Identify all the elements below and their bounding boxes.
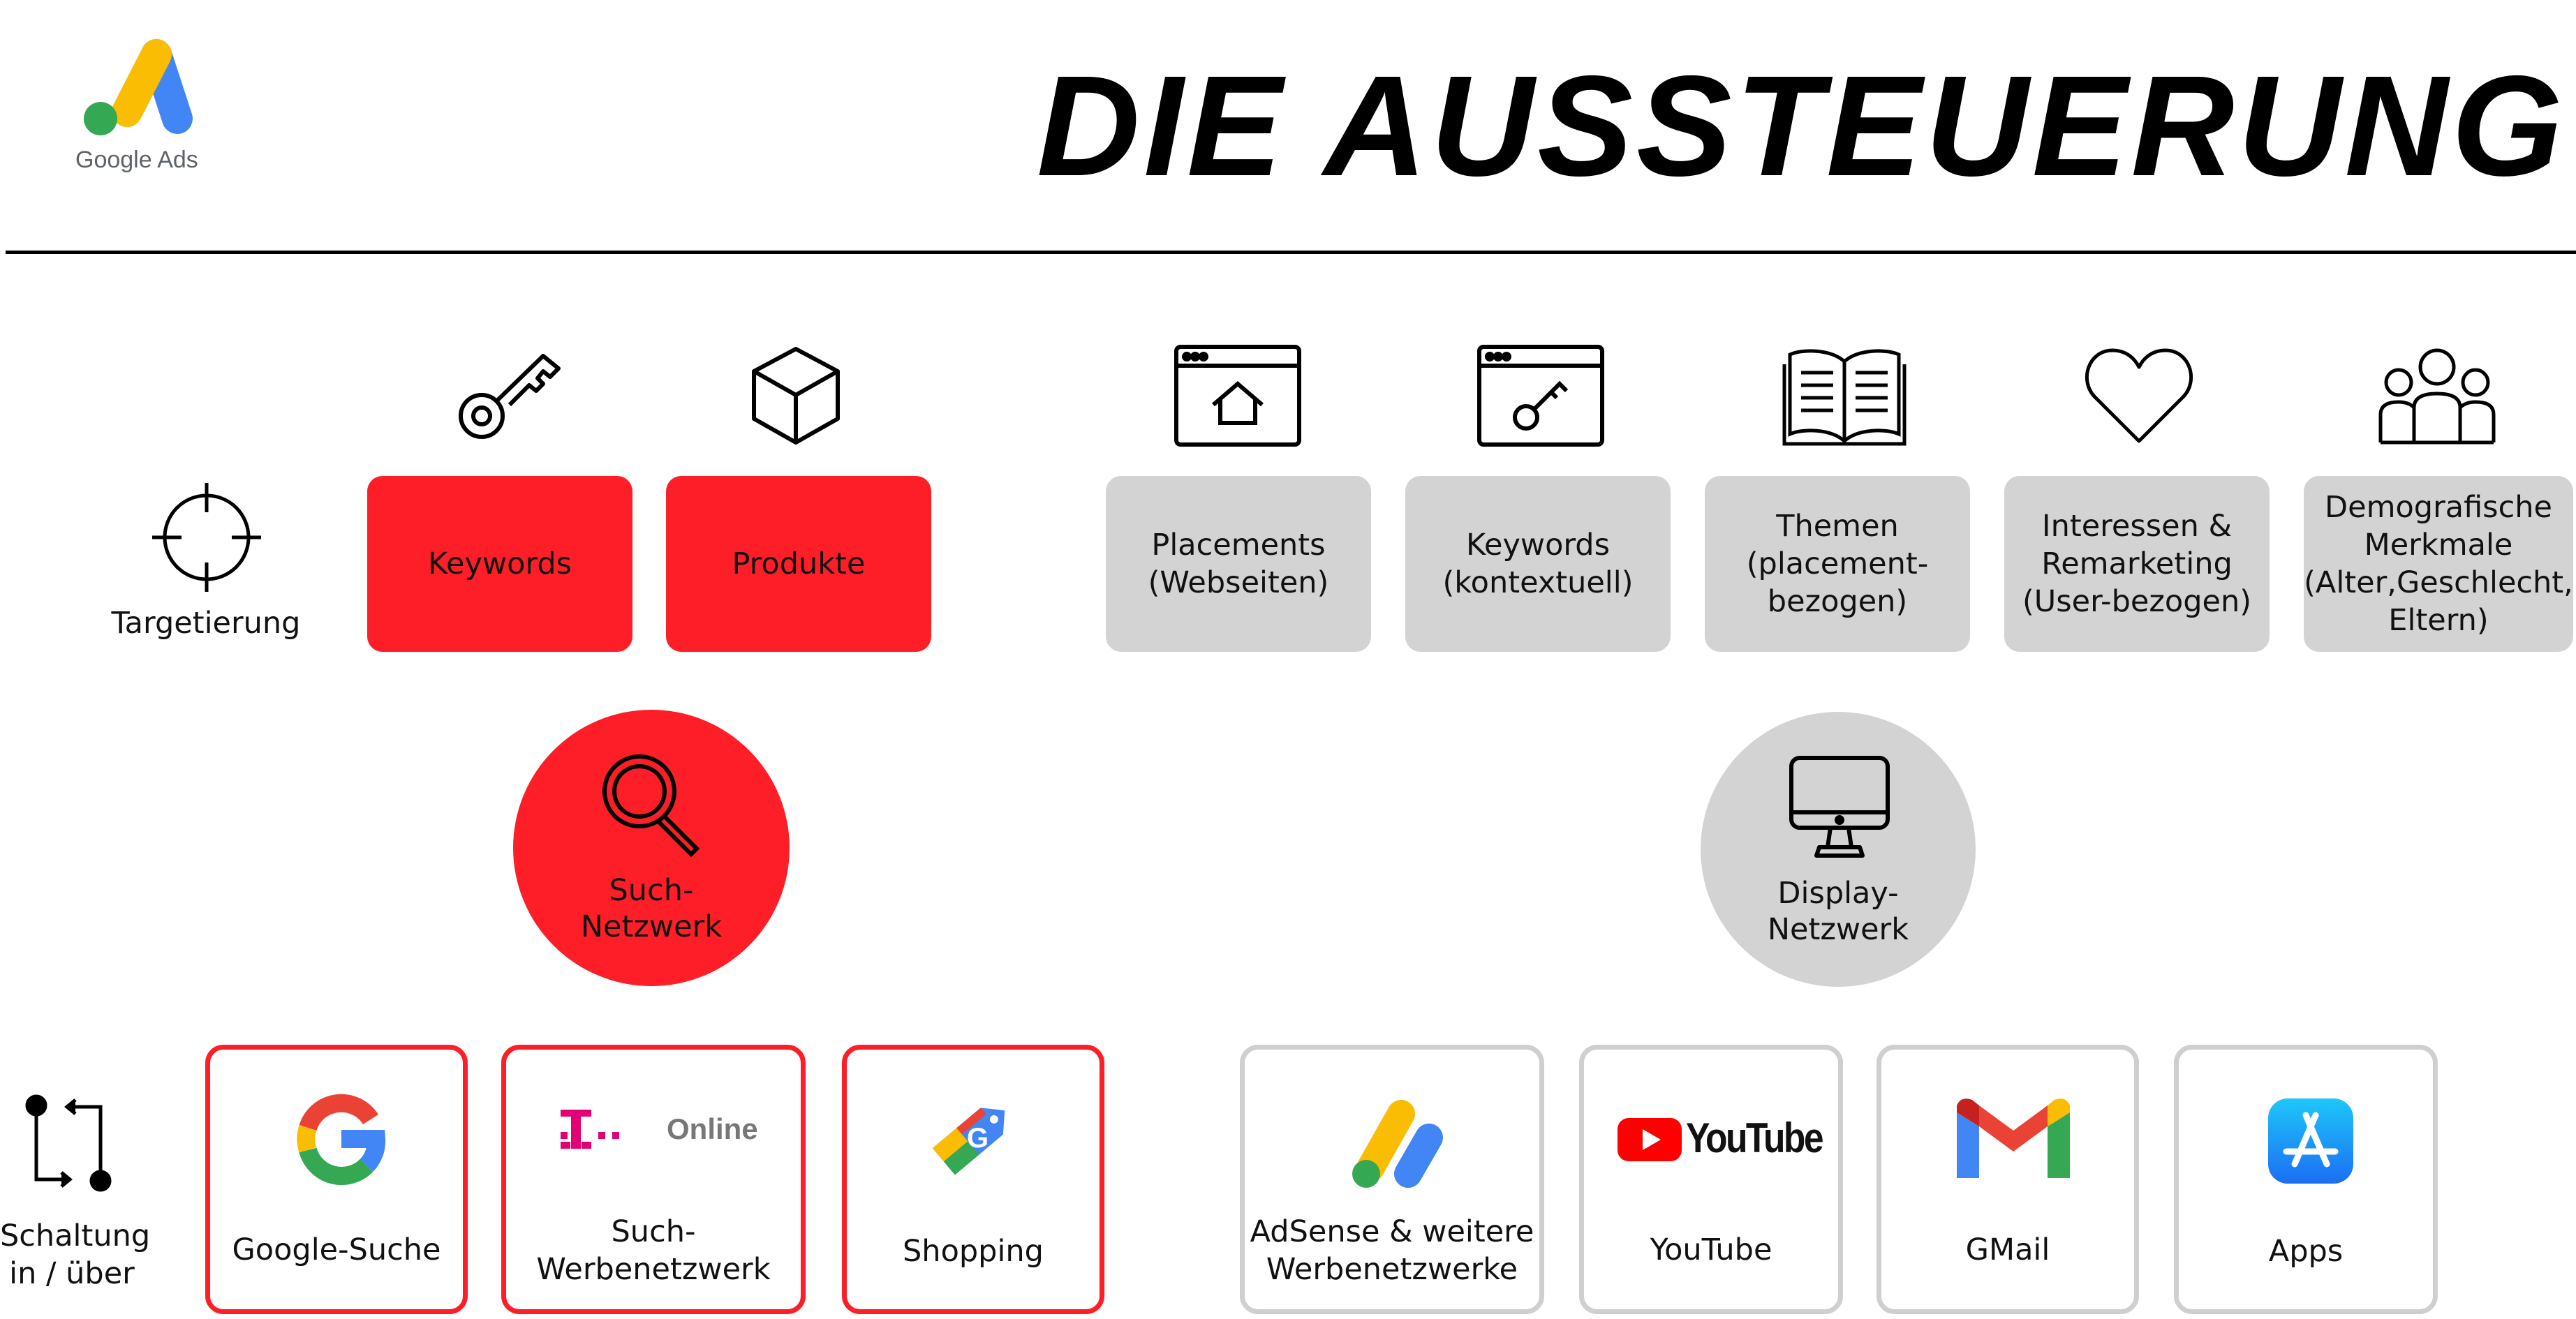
card-youtube-label: YouTube — [1650, 1232, 1772, 1267]
card-google-search: Google-Suche — [205, 1045, 468, 1314]
adsense-icon — [1347, 1098, 1444, 1189]
app-store-icon — [2267, 1097, 2355, 1185]
youtube-logo: YouTube — [1615, 1114, 1824, 1161]
targeting-placements-label: Placements (Webseiten) — [1148, 528, 1329, 600]
gmail-icon — [1955, 1096, 2071, 1182]
targeting-interests-label: Interessen & Remarketing (User-bezogen) — [2022, 509, 2251, 619]
open-book-icon — [1782, 345, 1907, 447]
key-icon — [454, 341, 572, 445]
card-youtube: YouTube YouTube — [1579, 1045, 1843, 1314]
switch-arrows-icon — [21, 1094, 119, 1192]
search-network-label: Such- Netzwerk — [580, 873, 723, 944]
people-icon — [2378, 348, 2496, 445]
crosshair-icon — [152, 483, 261, 592]
card-gmail-label: GMail — [1965, 1232, 2050, 1267]
card-apps-label: Apps — [2268, 1234, 2344, 1269]
targeting-topics-box: Themen (placement- bezogen) — [1705, 476, 1970, 652]
browser-home-icon — [1174, 345, 1301, 447]
logo-wordmark: Google Ads — [75, 147, 198, 173]
telekom-online-text: Online — [667, 1112, 758, 1145]
card-google-search-label: Google-Suche — [232, 1232, 441, 1267]
targeting-products-label: Produkte — [732, 546, 866, 581]
telekom-online-logo: Online — [558, 1107, 767, 1152]
magnifier-icon — [599, 751, 704, 858]
card-adsense-label: AdSense & weitere Werbenetzwerke — [1250, 1214, 1534, 1287]
google-g-icon — [297, 1094, 386, 1185]
card-adsense: AdSense & weitere Werbenetzwerke — [1240, 1045, 1544, 1314]
svg-text:G: G — [967, 1123, 989, 1154]
search-network-circle — [513, 710, 790, 986]
targeting-placements-box: Placements (Webseiten) — [1106, 476, 1371, 652]
display-network-label: Display- Netzwerk — [1767, 876, 1909, 947]
targeting-demographics-box: Demografische Merkmale (Alter,Geschlecht… — [2304, 476, 2573, 652]
header-divider — [6, 251, 2576, 254]
cube-icon — [748, 343, 843, 448]
monitor-icon — [1789, 755, 1890, 858]
targeting-interests-box: Interessen & Remarketing (User-bezogen) — [2004, 476, 2270, 652]
card-shopping-label: Shopping — [903, 1234, 1044, 1269]
card-search-partners-label: Such- Werbenetzwerk — [536, 1214, 771, 1287]
placement-row-label: Schaltung in / über — [0, 1219, 151, 1291]
card-apps: Apps — [2174, 1045, 2438, 1314]
card-shopping: G Shopping — [842, 1045, 1104, 1314]
targeting-keywords-box: Keywords — [367, 476, 632, 652]
youtube-wordmark: YouTube — [1686, 1115, 1824, 1161]
targeting-demographics-label: Demografische Merkmale (Alter,Geschlecht… — [2304, 490, 2573, 638]
google-shopping-icon: G — [928, 1091, 1019, 1182]
targeting-topics-label: Themen (placement- bezogen) — [1746, 509, 1929, 619]
targeting-contextual-keywords-label: Keywords (kontextuell) — [1442, 528, 1634, 600]
targeting-row-label: Targetierung — [111, 606, 301, 641]
card-gmail: GMail — [1877, 1045, 2139, 1314]
browser-key-icon — [1477, 345, 1604, 447]
page-title: DIE AUSSTEUERUNG — [1037, 46, 2566, 206]
heart-icon — [2085, 346, 2193, 445]
google-ads-logo — [78, 35, 197, 140]
card-search-partners: Online Such- Werbenetzwerk — [501, 1045, 806, 1314]
targeting-keywords-label: Keywords — [427, 546, 572, 581]
targeting-products-box: Produkte — [666, 476, 931, 652]
targeting-contextual-keywords-box: Keywords (kontextuell) — [1405, 476, 1671, 652]
